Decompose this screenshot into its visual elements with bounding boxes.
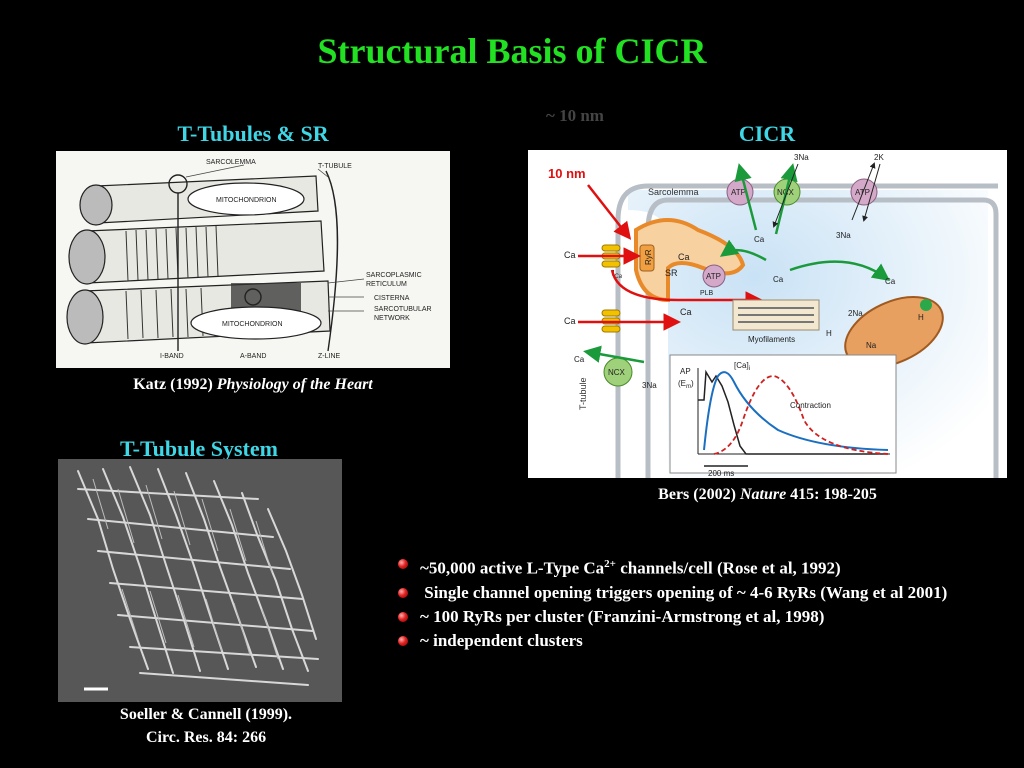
ap-text: AP	[680, 367, 691, 376]
bullet-item: ~50,000 active L-Type Ca2+ channels/cell…	[398, 552, 998, 581]
t-tubules-sr-illustration: SARCOLEMMA T-TUBULE MITOCHONDRION MITOCH…	[56, 151, 450, 368]
t-tubule-label: T-TUBULE	[318, 163, 352, 170]
cicr-diagram: Sarcolemma T-tubule 10 nm RyR SR Ca ATP …	[528, 150, 1007, 478]
mitochondrion-shape	[844, 296, 944, 368]
bullet-superscript: 2+	[604, 558, 616, 570]
cai-text: [Ca]i	[734, 361, 750, 372]
bullet-item: ~ 100 RyRs per cluster (Franzini-Armstro…	[398, 605, 998, 629]
cicr-heading: CICR	[738, 121, 796, 146]
network-label: NETWORK	[374, 315, 410, 322]
ca-cytosol-text: Ca	[680, 307, 692, 317]
bullet-text: ~ 100 RyRs per cluster (Franzini-Armstro…	[420, 606, 825, 626]
em-text: (Em)	[678, 379, 694, 390]
bullet-icon	[398, 559, 408, 569]
ten-nm-label: 10 nm	[548, 166, 586, 181]
t-tubule-text: T-tubule	[578, 377, 588, 410]
tt-ncx-text: NCX	[608, 368, 626, 377]
bullet-list: ~50,000 active L-Type Ca2+ channels/cell…	[398, 552, 998, 653]
faint-10nm-label: ~ 10 nm	[546, 106, 604, 125]
bers-citation-journal: Nature	[739, 486, 787, 503]
soeller-citation: Soeller & Cannell (1999). Circ. Res. 84:…	[56, 703, 356, 749]
mito-transporter	[920, 299, 932, 311]
plb-text: PLB	[700, 290, 714, 297]
bers-citation-text: Bers (2002)	[658, 486, 740, 503]
bullet-icon	[398, 587, 408, 598]
ap-calcium-inset	[669, 354, 897, 474]
soeller-citation-line2: Circ. Res. 84: 266	[145, 729, 267, 746]
three-na-top-text: 3Na	[794, 153, 809, 162]
myofilaments-text: Myofilaments	[748, 335, 795, 344]
ca-in-bottom-text: Ca	[564, 316, 576, 326]
sarcolemma-text: Sarcolemma	[648, 187, 699, 197]
bullet-text-after: channels/cell (Rose et al, 1992)	[615, 558, 841, 578]
myofilaments-shape	[732, 299, 820, 331]
katz-citation-title: Physiology of the Heart	[216, 376, 373, 393]
mitochondrion-top-label: MITOCHONDRION	[216, 197, 277, 204]
mitochondrion-bottom-label: MITOCHONDRION	[222, 321, 283, 328]
soeller-citation-line1: Soeller & Cannell (1999).	[119, 706, 293, 723]
slide-title: Structural Basis of CICR	[317, 31, 707, 71]
katz-citation: Katz (1992) Physiology of the Heart	[56, 376, 450, 394]
bullet-text: Single channel opening triggers opening …	[420, 582, 948, 602]
bullet-text: ~50,000 active L-Type Ca	[420, 558, 605, 578]
sarcotubular-label: SARCOTUBULAR	[374, 306, 432, 313]
t-tubule-system-heading: T-Tubule System	[120, 436, 278, 461]
sr-ca-text: Ca	[678, 252, 690, 262]
contraction-text: Contraction	[790, 401, 831, 410]
z-line-label: Z-LINE	[318, 353, 341, 360]
a-band-label: A-BAND	[240, 353, 266, 360]
sr-text: SR	[665, 268, 678, 278]
t-tubules-sr-heading: T-Tubules & SR	[177, 121, 329, 146]
reticulum-label: RETICULUM	[366, 281, 407, 288]
t-tubule-system-micrograph	[58, 459, 342, 702]
three-na-bottom-text: 3Na	[836, 231, 851, 240]
two-k-text: 2K	[874, 153, 884, 162]
ca-in-top-text: Ca	[564, 250, 576, 260]
sarcolemma-label: SARCOLEMMA	[206, 159, 256, 166]
ca-atp-text: Ca	[754, 235, 765, 244]
cicr-schematic: Sarcolemma T-tubule 10 nm RyR SR Ca ATP …	[528, 150, 1007, 478]
bullet-item: Single channel opening triggers opening …	[398, 581, 998, 605]
i-band-label: I-BAND	[160, 353, 184, 360]
na-text: Na	[866, 341, 877, 350]
ncx-three-na-text: 3Na	[642, 381, 657, 390]
cisterna-label: CISTERNA	[374, 295, 410, 302]
sl-atp-text: ATP	[731, 188, 746, 197]
ca-center-text: Ca	[773, 275, 784, 284]
two-na-text: 2Na	[848, 309, 863, 318]
ten-nm-arrow	[587, 184, 632, 240]
bers-citation-volume: 415: 198-205	[786, 486, 877, 503]
mito-ca-text: Ca	[885, 277, 896, 286]
ncx-ca-text: Ca	[574, 355, 585, 364]
scale-200ms-text: 200 ms	[708, 469, 734, 478]
tubule-network-drawing	[58, 459, 342, 702]
bullet-icon	[398, 635, 408, 646]
mito-h-text: H	[918, 313, 924, 322]
sr-atp-pump	[702, 264, 726, 288]
katz-citation-text: Katz (1992)	[133, 376, 217, 393]
sr-atp-text: ATP	[706, 272, 721, 281]
bullet-icon	[398, 611, 408, 622]
bullet-text: ~ independent clusters	[420, 630, 583, 650]
sarcoplasmic-label: SARCOPLASMIC	[366, 272, 422, 279]
bullet-item: ~ independent clusters	[398, 629, 998, 653]
h-text: H	[826, 329, 832, 338]
ryr-text: RyR	[644, 249, 653, 265]
sarcomere-drawing: SARCOLEMMA T-TUBULE MITOCHONDRION MITOCH…	[56, 151, 450, 368]
bers-citation: Bers (2002) Nature 415: 198-205	[528, 486, 1007, 504]
